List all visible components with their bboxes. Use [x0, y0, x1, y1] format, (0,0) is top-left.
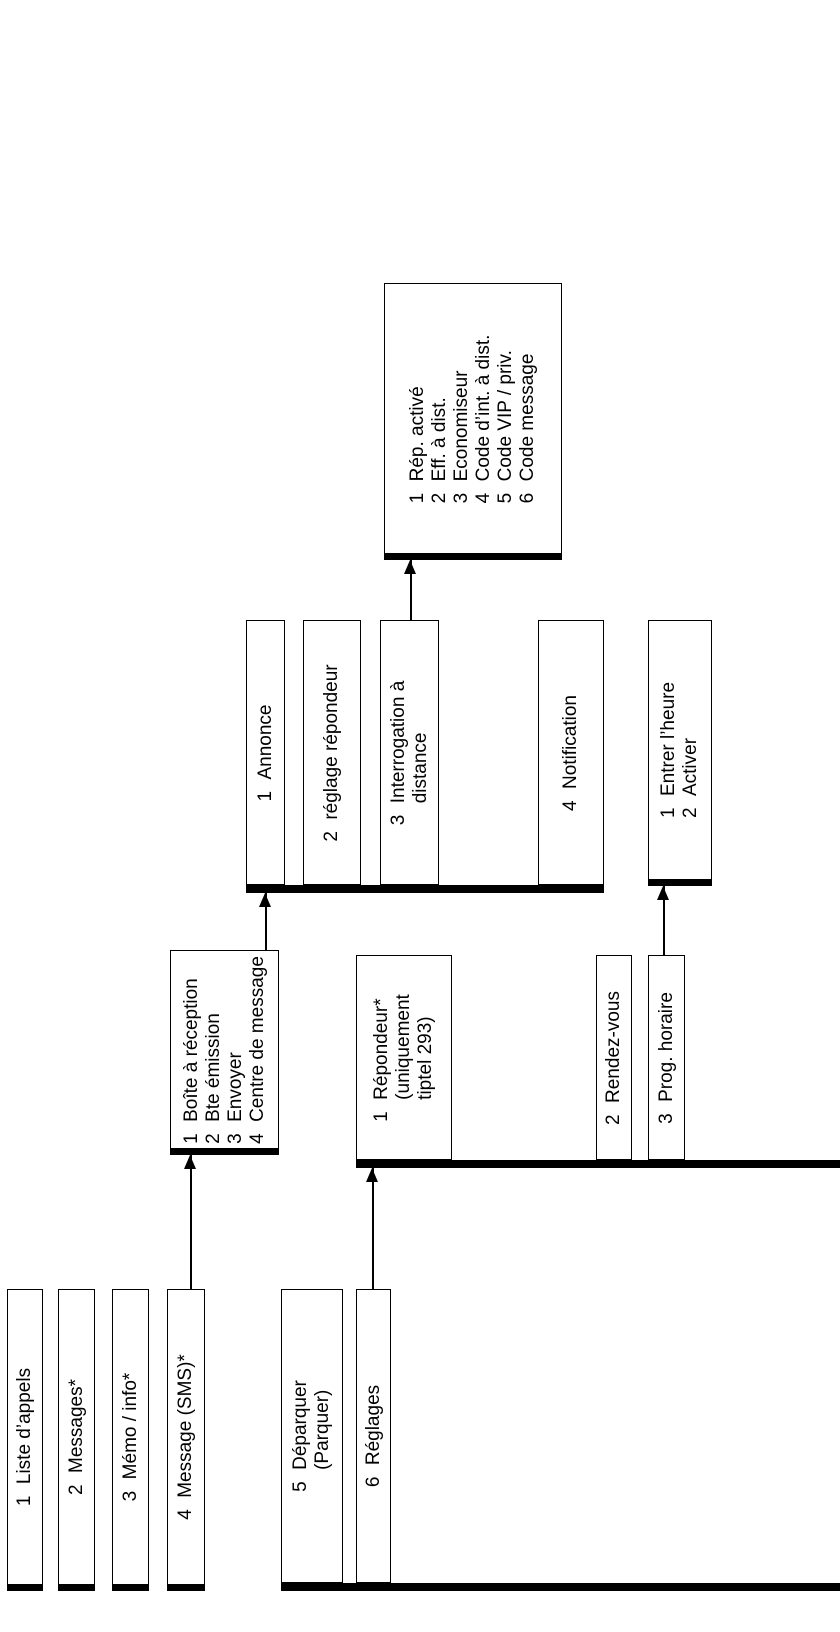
item-label: Mémo / info*: [119, 1372, 141, 1480]
remote-submenu-item[interactable]: 3 Economiseur: [451, 370, 473, 503]
arrow-up-icon: [366, 1168, 378, 1182]
settings-item-appointment[interactable]: 2 Rendez-vous: [596, 955, 632, 1160]
item-number: 1: [180, 1132, 202, 1144]
item-label: réglage répondeur: [321, 663, 342, 820]
remote-submenu-item[interactable]: 5 Code VIP / priv.: [495, 350, 517, 503]
remote-submenu-item[interactable]: 1 Rép. activé: [407, 386, 429, 503]
answering-item-settings[interactable]: 2 réglage répondeur: [303, 620, 361, 885]
item-number: 4: [175, 1509, 196, 1520]
item-label: Rendez-vous: [603, 990, 624, 1103]
item-label: Déparquer: [290, 1380, 311, 1470]
sms-submenu-item[interactable]: 4 Centre de message: [247, 956, 269, 1144]
root-level-bar: [281, 1583, 840, 1591]
item-number: 2: [429, 492, 450, 503]
menu-item-unpark[interactable]: 5 Déparquer (Parquer): [281, 1289, 343, 1583]
item-number: 4: [560, 799, 581, 811]
arrow-up-icon: [657, 886, 669, 900]
item-label: Interrogation à: [387, 680, 409, 803]
settings-level-bar: [356, 1160, 840, 1168]
item-label: Message (SMS)*: [175, 1354, 196, 1498]
item-number: 5: [495, 492, 516, 503]
settings-item-timer[interactable]: 3 Prog. horaire: [648, 955, 685, 1160]
connector-line: [410, 560, 412, 620]
remote-submenu-item[interactable]: 4 Code d’int. à dist.: [473, 334, 495, 503]
item-number: 3: [387, 814, 409, 825]
item-label: Liste d’appels: [14, 1367, 35, 1485]
arrow-up-icon: [404, 560, 416, 574]
menu-item-call-list[interactable]: 1 Liste d’appels: [7, 1289, 43, 1591]
answering-item-remote-access[interactable]: 3 Interrogation à distance: [380, 620, 439, 885]
item-number: 2: [321, 830, 342, 842]
item-number: 1: [658, 807, 679, 819]
item-label: Notification: [560, 694, 581, 789]
item-label: Répondeur*: [371, 997, 392, 1100]
item-number: 2: [603, 1113, 624, 1125]
item-label-line2: (uniquement: [393, 993, 414, 1100]
item-number: 2: [65, 1484, 87, 1495]
sms-submenu-item[interactable]: 3 Envoyer: [225, 1052, 247, 1144]
item-label: Prog. horaire: [655, 991, 677, 1102]
item-number: 4: [473, 492, 494, 503]
item-label: Activer: [680, 737, 701, 797]
item-number: 6: [517, 492, 538, 503]
item-number: 3: [224, 1132, 246, 1144]
item-label-line3: tiptel 293): [415, 1015, 436, 1100]
item-number: 5: [290, 1481, 311, 1492]
remote-submenu-item[interactable]: 2 Eff. à dist.: [429, 397, 451, 503]
menu-item-memo-info[interactable]: 3 Mémo / info*: [112, 1289, 149, 1591]
item-label: Messages*: [65, 1379, 87, 1473]
item-label: Centre de message: [246, 955, 268, 1122]
item-label: Code message: [517, 353, 538, 481]
item-number: 6: [362, 1476, 384, 1488]
item-label: Eff. à dist.: [429, 396, 450, 481]
remote-submenu-item[interactable]: 6 Code message: [517, 353, 539, 503]
item-number: 1: [254, 790, 276, 802]
sms-submenu-item[interactable]: 2 Bte émission: [203, 1013, 225, 1144]
connector-line: [663, 886, 665, 955]
item-label: Code VIP / priv.: [495, 349, 516, 481]
answering-item-notification[interactable]: 4 Notification: [538, 620, 604, 885]
item-label: Boîte à réception: [180, 977, 202, 1122]
answering-level-bar: [246, 885, 604, 893]
menu-item-sms[interactable]: 4 Message (SMS)*: [167, 1289, 205, 1591]
answering-item-greeting[interactable]: 1 Annonce: [246, 620, 285, 885]
item-number: 2: [202, 1132, 224, 1144]
connector-line: [265, 893, 267, 950]
item-label: Entrer l’heure: [658, 681, 679, 797]
item-label-line2: distance: [409, 731, 431, 803]
arrow-up-icon: [184, 1155, 196, 1169]
item-number: 3: [451, 492, 472, 503]
item-label: Code d’int. à dist.: [473, 334, 494, 481]
item-number: 1: [371, 1110, 392, 1122]
item-number: 3: [119, 1490, 141, 1502]
item-label: Envoyer: [224, 1051, 246, 1122]
timer-submenu: 1 Entrer l’heure 2 Activer: [648, 620, 712, 886]
item-number: 3: [655, 1112, 677, 1124]
menu-item-settings[interactable]: 6 Réglages: [356, 1289, 391, 1583]
settings-item-answering-machine[interactable]: 1 Répondeur* (uniquement tiptel 293): [356, 955, 452, 1160]
timer-submenu-item[interactable]: 2 Activer: [680, 738, 702, 818]
item-label-line2: (Parquer): [312, 1389, 333, 1470]
item-number: 1: [407, 492, 428, 503]
arrow-up-icon: [259, 893, 271, 907]
item-label: Réglages: [362, 1384, 384, 1466]
sms-submenu-item[interactable]: 1 Boîte à réception: [181, 978, 203, 1144]
item-label: Annonce: [254, 703, 276, 780]
timer-submenu-item[interactable]: 1 Entrer l’heure: [658, 682, 680, 818]
item-number: 1: [14, 1495, 35, 1507]
item-number: 4: [246, 1132, 268, 1144]
item-label: Economiseur: [451, 370, 472, 481]
item-label: Rép. activé: [407, 385, 428, 481]
connector-line: [190, 1155, 192, 1289]
menu-item-messages[interactable]: 2 Messages*: [58, 1289, 95, 1591]
sms-submenu: 1 Boîte à réception 2 Bte émission 3 Envoye…: [170, 950, 279, 1155]
item-number: 2: [680, 807, 701, 819]
item-label: Bte émission: [202, 1012, 224, 1122]
connector-line: [372, 1168, 374, 1289]
